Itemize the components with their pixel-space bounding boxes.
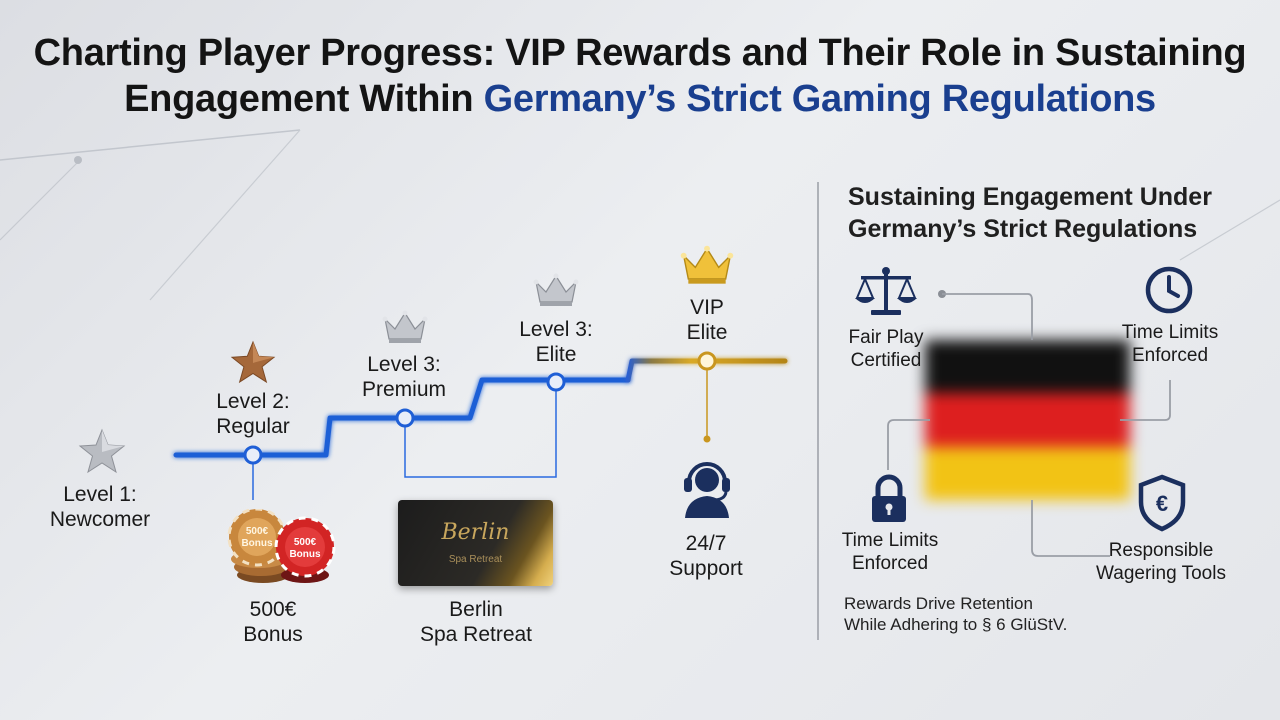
node-level-3-elite — [546, 372, 566, 392]
gold-crown-icon — [680, 245, 734, 284]
headset-support-icon — [684, 462, 730, 518]
spa-retreat-card: Berlin Spa Retreat — [398, 500, 553, 586]
node-level-3-premium — [395, 408, 415, 428]
support-label: 24/7 Support — [669, 532, 743, 580]
lock-icon — [872, 474, 906, 522]
title-line-2-plain: Engagement Within — [124, 78, 484, 120]
regulations-heading: Sustaining Engagement Under Germany’s St… — [848, 183, 1212, 243]
silver-star-icon — [78, 428, 126, 474]
vip-elite-label: VIP Elite — [686, 296, 728, 344]
level-3-elite-label: Level 3: Elite — [519, 318, 593, 366]
time-limits-label-top: Time Limits Enforced — [1121, 322, 1219, 366]
flag-stripe-red — [925, 393, 1130, 447]
silver-crown-icon — [382, 310, 428, 343]
progression-path — [173, 351, 788, 500]
chip-text-left-bonus: Bonus — [241, 538, 273, 549]
level-2-label: Level 2: Regular — [216, 390, 290, 438]
scales-icon — [855, 267, 917, 315]
card-subtitle: Spa Retreat — [448, 554, 503, 565]
card-title: Berlin — [441, 520, 510, 545]
level-3-premium-label: Level 3: Premium — [361, 353, 446, 401]
casino-chips-icon: 500€ Bonus 500€ Bonus — [227, 509, 336, 583]
regulation-connectors — [887, 290, 1171, 557]
chip-text-right-bonus: Bonus — [289, 549, 321, 560]
flag-stripe-gold — [925, 446, 1130, 500]
chip-text-right-amount: 500€ — [294, 537, 317, 548]
spa-retreat-label: Berlin Spa Retreat — [419, 598, 533, 646]
bronze-star-icon — [230, 340, 276, 384]
clock-icon — [1145, 266, 1193, 314]
euro-shield-icon: € — [1138, 474, 1186, 532]
german-flag — [925, 340, 1130, 500]
svg-text:€: € — [1156, 491, 1168, 516]
page-title: Charting Player Progress: VIP Rewards an… — [0, 30, 1280, 122]
silver-crown-icon — [533, 273, 579, 306]
time-limits-label-bottom: Time Limits Enforced — [841, 530, 939, 574]
node-vip-elite — [697, 351, 717, 371]
bonus-reward-label: 500€ Bonus — [243, 598, 303, 646]
flag-stripe-black — [925, 340, 1130, 394]
level-1-label: Level 1: Newcomer — [49, 483, 151, 531]
fair-play-label: Fair Play Certified — [848, 327, 924, 371]
gold-progress-line — [625, 358, 788, 383]
node-level-2 — [243, 445, 263, 465]
responsible-wagering-label: Responsible Wagering Tools — [1096, 540, 1226, 584]
regulations-footnote: Rewards Drive Retention While Adhering t… — [844, 594, 1068, 634]
title-line-2-accent: Germany’s Strict Gaming Regulations — [483, 78, 1157, 120]
title-line-2: Engagement Within Germany’s Strict Gamin… — [0, 76, 1280, 122]
title-line-1: Charting Player Progress: VIP Rewards an… — [33, 32, 1247, 74]
chip-text-left-amount: 500€ — [246, 526, 269, 537]
